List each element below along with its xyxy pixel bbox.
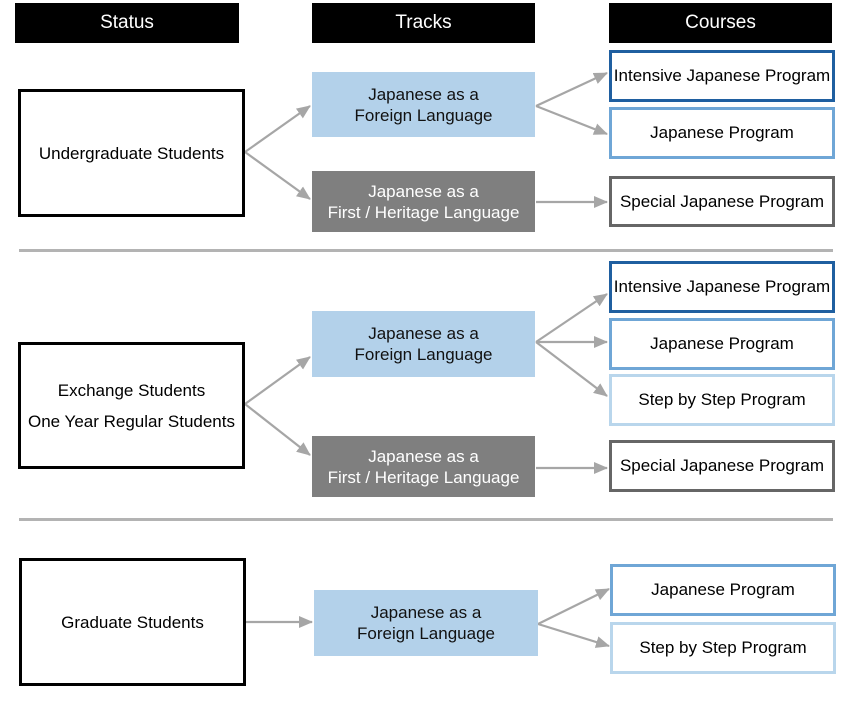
course-special-japanese-2: Special Japanese Program bbox=[609, 440, 835, 492]
arrow-exchange-to-foreign bbox=[244, 356, 311, 405]
arrow-foreign2-to-step bbox=[535, 341, 608, 397]
track-foreign-language-2: Japanese as a Foreign Language bbox=[312, 311, 535, 377]
status-one-year-label: One Year Regular Students bbox=[28, 411, 235, 431]
course-japanese-program-3: Japanese Program bbox=[610, 564, 836, 616]
course-intensive-japanese-1: Intensive Japanese Program bbox=[609, 50, 835, 102]
track-foreign-language-3: Japanese as a Foreign Language bbox=[314, 590, 538, 656]
course-japanese-program-1: Japanese Program bbox=[609, 107, 835, 159]
course-step-by-step-3: Step by Step Program bbox=[610, 622, 836, 674]
track-foreign-line2: Foreign Language bbox=[354, 345, 493, 364]
arrow-foreign2-to-intensive bbox=[535, 293, 608, 343]
track-heritage-line2: First / Heritage Language bbox=[327, 467, 520, 487]
status-undergraduate: Undergraduate Students bbox=[18, 89, 245, 217]
status-undergraduate-label: Undergraduate Students bbox=[38, 143, 225, 163]
status-graduate: Graduate Students bbox=[19, 558, 246, 686]
course-special-japanese-1: Special Japanese Program bbox=[609, 176, 835, 227]
track-foreign-line1: Japanese as a bbox=[368, 84, 479, 104]
section-separator-2 bbox=[19, 518, 833, 521]
arrow-foreign3-to-step bbox=[537, 622, 610, 648]
arrow-ug-to-foreign bbox=[244, 105, 311, 153]
course-step-by-step-2: Step by Step Program bbox=[609, 374, 835, 426]
track-heritage-line1: Japanese as a bbox=[368, 181, 479, 201]
section-separator-1 bbox=[19, 249, 833, 252]
status-header: Status bbox=[15, 3, 239, 43]
courses-header: Courses bbox=[609, 3, 832, 43]
arrow-foreign1-to-japanese bbox=[535, 104, 608, 136]
track-heritage-line2: First / Heritage Language bbox=[327, 202, 520, 222]
track-foreign-line1: Japanese as a bbox=[368, 324, 479, 343]
course-intensive-japanese-2: Intensive Japanese Program bbox=[609, 261, 835, 313]
arrow-foreign3-to-japanese bbox=[537, 588, 610, 625]
arrow-foreign1-to-intensive bbox=[535, 72, 608, 107]
track-heritage-language-1: Japanese as a First / Heritage Language bbox=[312, 171, 535, 232]
track-heritage-language-2: Japanese as a First / Heritage Language bbox=[312, 436, 535, 497]
track-foreign-line1: Japanese as a bbox=[370, 603, 482, 622]
tracks-header: Tracks bbox=[312, 3, 535, 43]
course-japanese-program-2: Japanese Program bbox=[609, 318, 835, 370]
track-foreign-language-1: Japanese as a Foreign Language bbox=[312, 72, 535, 137]
track-foreign-line2: Foreign Language bbox=[356, 624, 495, 643]
track-heritage-line1: Japanese as a bbox=[368, 446, 479, 466]
arrow-exchange-to-heritage bbox=[244, 403, 311, 456]
arrow-ug-to-heritage bbox=[244, 151, 311, 200]
status-exchange-label: Exchange Students bbox=[57, 380, 206, 400]
status-graduate-label: Graduate Students bbox=[61, 612, 204, 632]
track-foreign-line2: Foreign Language bbox=[354, 105, 493, 125]
status-exchange: Exchange Students One Year Regular Stude… bbox=[18, 342, 245, 469]
